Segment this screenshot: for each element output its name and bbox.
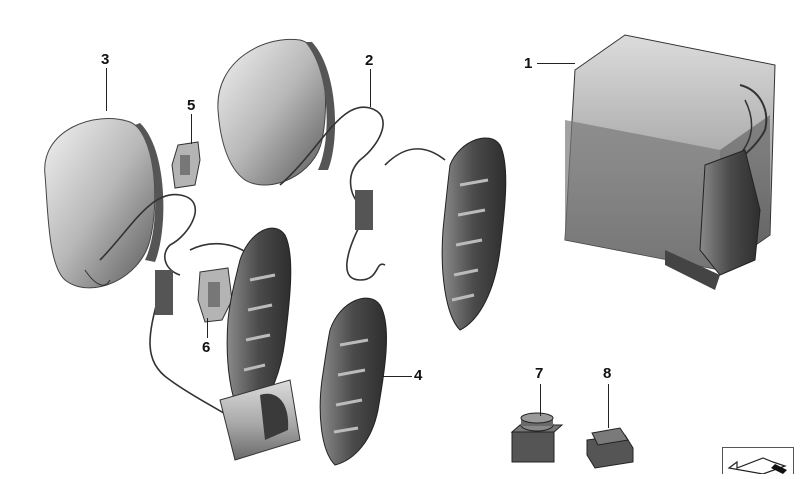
part-1-backrest-panel [564, 34, 776, 290]
callout-7: 7 [535, 365, 544, 382]
callout-6: 6 [202, 339, 211, 356]
lumbar-module-right [441, 137, 507, 331]
part-4-bolster [319, 297, 387, 466]
callout-5: 5 [187, 97, 196, 114]
callout-1: 1 [524, 55, 533, 72]
leader-line-6 [207, 318, 208, 338]
part-2-headrest [217, 38, 336, 186]
callout-2: 2 [365, 52, 374, 69]
wiring-harness [99, 106, 446, 421]
lumbar-module-left [219, 227, 301, 461]
part-5-bracket [171, 141, 201, 189]
part-7-rotary-knob [510, 412, 564, 463]
leader-line-1 [537, 63, 575, 64]
leader-line-4 [382, 376, 412, 377]
callout-4: 4 [414, 367, 423, 384]
connector [155, 270, 173, 315]
perspective-arrow-icon [722, 447, 794, 475]
connector [355, 190, 373, 230]
leader-line-2 [370, 69, 371, 107]
leader-line-7 [540, 384, 541, 416]
part-8-switch [586, 427, 634, 469]
callout-8: 8 [603, 365, 612, 382]
leader-line-5 [191, 114, 192, 144]
part-3-headrest [44, 118, 164, 289]
callout-3: 3 [101, 51, 110, 68]
leader-line-8 [608, 384, 609, 428]
leader-line-3 [106, 68, 107, 111]
part-6-bracket [197, 267, 233, 323]
